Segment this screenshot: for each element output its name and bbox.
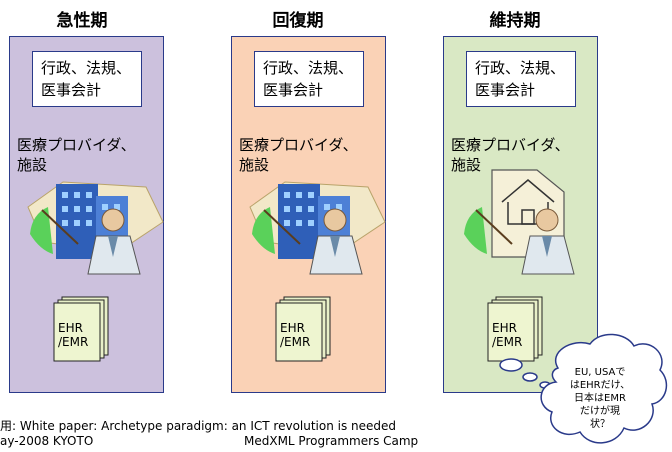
footer-date: ay-2008 KYOTO (0, 434, 94, 448)
phase-panel-recovery: 行政、法規、 医事会計 医療プロバイダ、 施設 EHR /EMR (231, 36, 386, 393)
phase-title-maintenance: 維持期 (489, 11, 541, 31)
ehr-document-label: EHR /EMR (492, 321, 523, 349)
provider-label: 医療プロバイダ、 施設 (17, 136, 136, 174)
ehr-document-icon (275, 296, 331, 362)
phase-panel-maintenance: 行政、法規、 医事会計 医療プロバイダ、 施設 EHR /EMR (443, 36, 598, 393)
admin-box: 行政、法規、 医事会計 (32, 51, 142, 107)
phase-panel-acute: 行政、法規、 医事会計 医療プロバイダ、 施設 EHR /EMR (9, 36, 164, 393)
phase-title-acute: 急性期 (56, 11, 108, 31)
admin-box: 行政、法規、 医事会計 (254, 51, 364, 107)
ehr-document-label: EHR /EMR (58, 321, 89, 349)
provider-label: 医療プロバイダ、 施設 (239, 136, 358, 174)
ehr-document-icon (53, 296, 109, 362)
hospital-building-clipart (249, 181, 386, 275)
admin-box: 行政、法規、 医事会計 (466, 51, 576, 107)
ehr-document-label: EHR /EMR (280, 321, 311, 349)
callout-text: EU, USAで はEHRだけ、 日本はEMR だけが現 状？ (569, 367, 631, 430)
footer-citation: 用: White paper: Archetype paradigm: an I… (0, 419, 397, 433)
footer-event: MedXML Programmers Camp (244, 434, 419, 448)
provider-label: 医療プロバイダ、 施設 (451, 136, 570, 174)
phase-title-recovery: 回復期 (272, 11, 324, 31)
hospital-building-clipart (27, 181, 164, 275)
home-clipart (464, 169, 575, 275)
ehr-document-icon (487, 296, 543, 362)
